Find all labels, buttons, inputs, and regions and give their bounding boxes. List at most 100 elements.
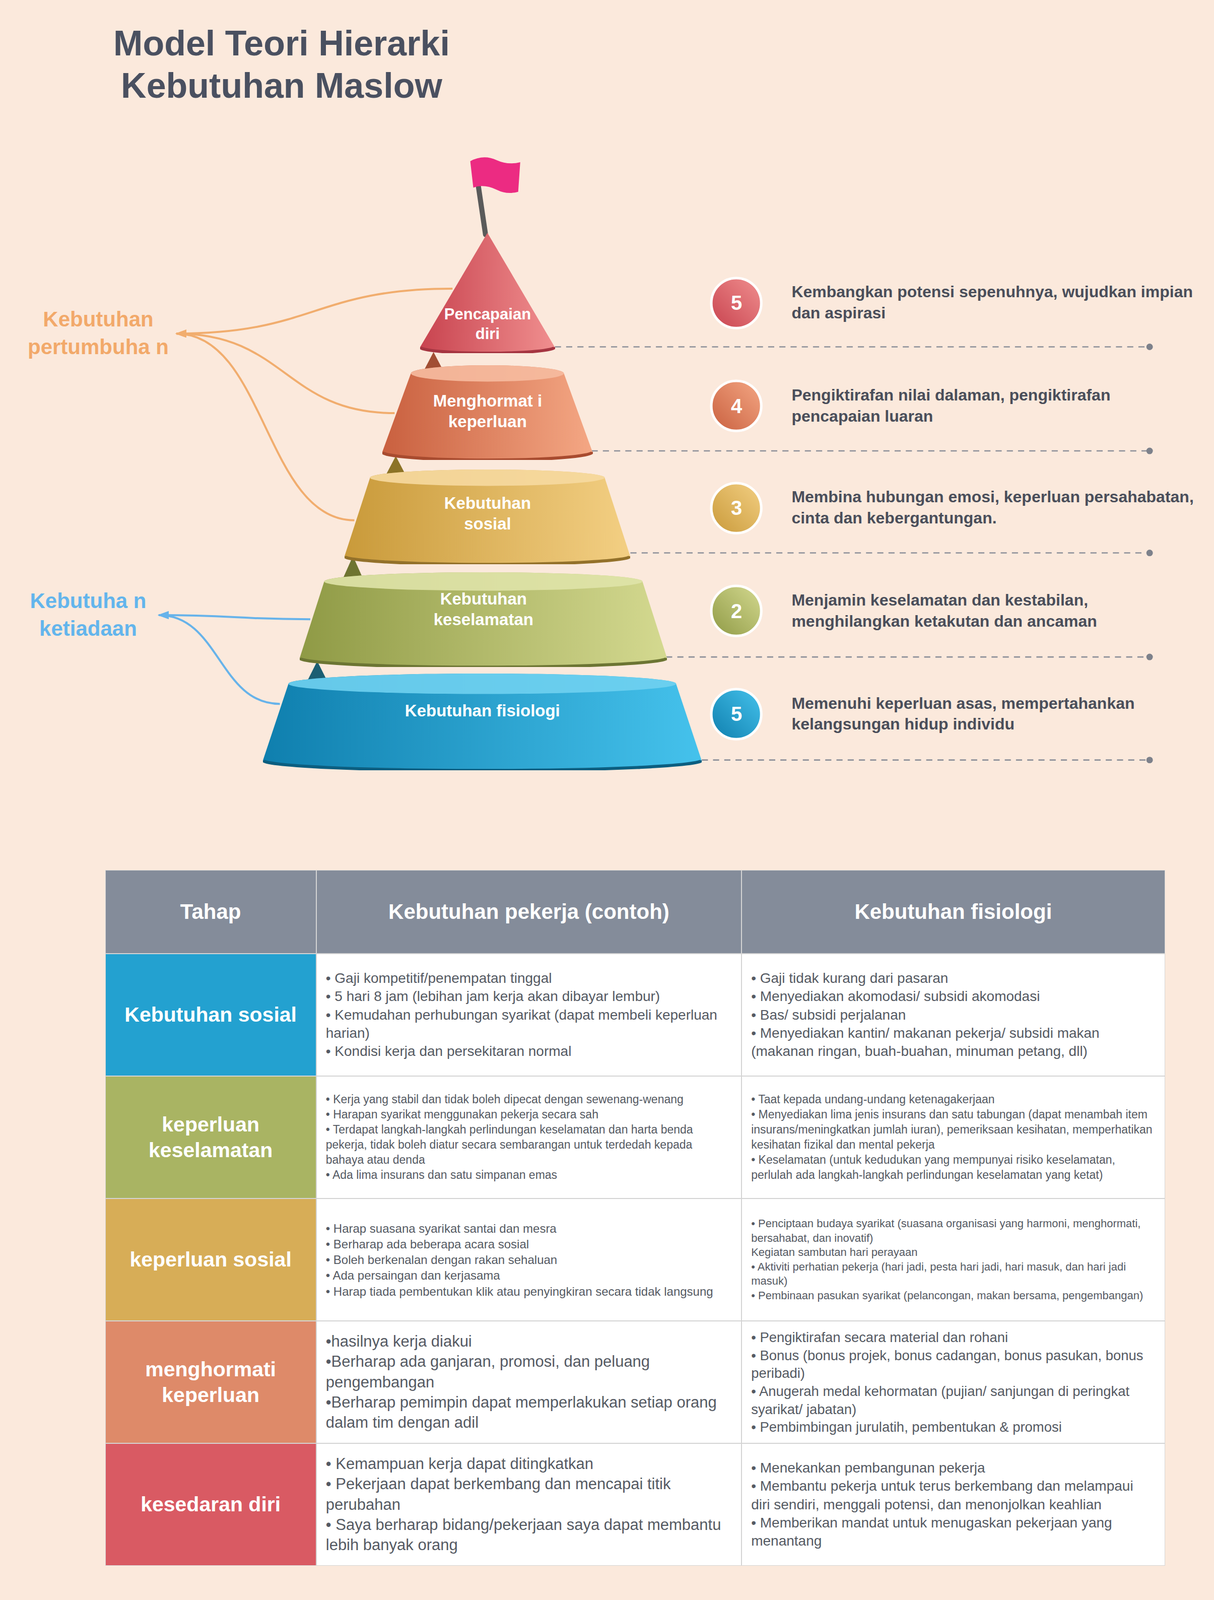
cell-text: • Harap tiada pembentukan klik atau peny… <box>325 1283 732 1300</box>
cell-text: • Pekerjaan dapat berkembang dan mencapa… <box>325 1473 732 1515</box>
cell-text: • Menyediakan lima jenis insurans dan sa… <box>751 1107 1156 1153</box>
cell-content: Tahap <box>180 898 242 926</box>
table-cell: • Penciptaan budaya syarikat (suasana or… <box>741 1198 1165 1321</box>
table-cell: • Pengiktirafan secara material dan roha… <box>741 1320 1165 1444</box>
band-rim <box>344 556 631 565</box>
cell-text: • Taat kepada undang-undang ketenagakerj… <box>751 1092 1156 1108</box>
cell-text: • Kerja yang stabil dan tidak boleh dipe… <box>325 1092 732 1108</box>
cell-text: • Bonus (bonus projek, bonus cadangan, b… <box>751 1346 1156 1383</box>
circle-body <box>711 585 762 636</box>
cell-content: Kebutuhan sosial <box>124 1001 297 1028</box>
callout-number: 4 <box>730 395 743 417</box>
description: Pengiktirafan nilai dalaman, pengiktiraf… <box>791 384 1195 427</box>
leader-dot <box>1146 549 1154 557</box>
cell-content: • Kerja yang stabil dan tidak boleh dipe… <box>325 1092 732 1183</box>
band-body <box>344 469 631 565</box>
leader-line <box>665 656 1150 658</box>
cell-text: • 5 hari 8 jam (lebihan jam kerja akan d… <box>325 987 732 1006</box>
number-circle: 2 <box>709 584 763 638</box>
node-text: Kebutuha n ketiadaan <box>22 587 154 643</box>
table-cell: keperluan sosial <box>105 1198 317 1321</box>
table-header: keperluan sosial <box>129 1246 292 1273</box>
band-cap <box>324 572 643 591</box>
band-cap <box>411 365 565 382</box>
band-rim <box>382 451 593 460</box>
cell-text: • Pembimbingan jurulatih, pembentukan & … <box>751 1418 1156 1437</box>
cell-text: • Bas/ subsidi perjalanan <box>751 1005 1156 1025</box>
table-header: Kebutuhan fisiologi <box>854 898 1052 926</box>
cell-text: • Memberikan mandat untuk menugaskan pek… <box>751 1513 1156 1551</box>
cell-text: • Menyediakan akomodasi/ subsidi akomoda… <box>751 987 1156 1006</box>
description: Kembangkan potensi sepenuhnya, wujudkan … <box>791 282 1195 324</box>
table-header: menghormati keperluan <box>110 1356 311 1409</box>
pyramid-band: Kebutuhan keselamatan <box>299 572 667 667</box>
callout-number: 2 <box>730 600 743 622</box>
cell-text: • Keselamatan (untuk kedudukan yang memp… <box>751 1152 1156 1183</box>
description: Membina hubungan emosi, keperluan persah… <box>791 487 1195 529</box>
cell-content: • Penciptaan budaya syarikat (suasana or… <box>751 1216 1156 1304</box>
cell-content: • Taat kepada undang-undang ketenagakerj… <box>751 1092 1156 1183</box>
cell-text: • Harapan syarikat menggunakan pekerja s… <box>325 1107 732 1123</box>
number-circle: 5 <box>709 687 763 741</box>
cell-content: keperluan keselamatan <box>110 1111 311 1164</box>
band-cap <box>288 673 677 695</box>
table-cell: •hasilnya kerja diakui•Berharap ada ganj… <box>316 1320 742 1444</box>
cell-content: keperluan sosial <box>129 1246 292 1273</box>
table-cell: Kebutuhan sosial <box>105 953 317 1076</box>
cell-content: kesedaran diri <box>140 1491 281 1518</box>
table-cell: • Gaji kompetitif/penempatan tinggal• 5 … <box>316 953 742 1076</box>
band-body <box>262 673 702 771</box>
circle-body <box>711 380 762 431</box>
cell-text: •hasilnya kerja diakui <box>325 1331 732 1352</box>
cell-text: • Kemampuan kerja dapat ditingkatkan <box>325 1453 732 1474</box>
cell-text: • Kondisi kerja dan persekitaran normal <box>325 1042 732 1061</box>
node-text: Kebutuhan sosial <box>421 492 554 534</box>
leader-line <box>555 346 1151 348</box>
leader-dot <box>1146 447 1154 455</box>
cell-content: Kebutuhan fisiologi <box>854 898 1052 926</box>
table-header: kesedaran diri <box>140 1491 281 1518</box>
band-body <box>420 232 555 354</box>
group-label: Kebutuha n ketiadaan <box>22 587 154 643</box>
leader-dot <box>1146 756 1154 764</box>
pyramid-band: Menghormat i keperluan <box>382 365 593 460</box>
cell-text: • Aktiviti perhatian pekerja (hari jadi,… <box>751 1259 1156 1289</box>
table-cell: • Taat kepada undang-undang ketenagakerj… <box>741 1075 1165 1199</box>
node-text: Kebutuhan fisiologi <box>400 700 565 722</box>
cell-text: • Saya berharap bidang/pekerjaan saya da… <box>325 1514 732 1556</box>
pyramid-band: Pencapaian diri <box>420 226 555 354</box>
cell-content: menghormati keperluan <box>110 1356 311 1409</box>
table-cell: • Kerja yang stabil dan tidak boleh dipe… <box>316 1075 742 1199</box>
cell-text: • Menyediakan kantin/ makanan pekerja/ s… <box>751 1024 1156 1061</box>
table-cell: Kebutuhan pekerja (contoh) <box>316 869 742 954</box>
cell-content: •hasilnya kerja diakui•Berharap ada ganj… <box>325 1331 732 1433</box>
cell-text: • Gaji tidak kurang dari pasaran <box>751 969 1156 988</box>
band-rim <box>420 346 555 353</box>
band-cap <box>370 469 605 486</box>
node-text: Pencapaian diri <box>430 304 546 345</box>
cell-content: • Harap suasana syarikat santai dan mesr… <box>325 1220 732 1300</box>
band-body <box>299 572 667 667</box>
cell-text: • Pengiktirafan secara material dan roha… <box>751 1328 1156 1347</box>
table-cell: • Gaji tidak kurang dari pasaran• Menyed… <box>741 953 1165 1076</box>
table-cell: Tahap <box>105 869 317 954</box>
number-circle: 3 <box>709 481 763 535</box>
leader-dot <box>1146 343 1154 351</box>
pyramid-band: Kebutuhan sosial <box>344 469 631 565</box>
node-text: Kebutuhan keselamatan <box>401 588 566 631</box>
flag <box>470 157 521 193</box>
table-cell: • Harap suasana syarikat santai dan mesr… <box>316 1198 742 1321</box>
callout-number: 5 <box>730 703 743 724</box>
cell-content: • Gaji tidak kurang dari pasaran• Menyed… <box>751 969 1156 1061</box>
table-cell: Kebutuhan fisiologi <box>741 869 1165 954</box>
band-body <box>382 365 593 460</box>
circle-body <box>711 689 762 739</box>
connector <box>176 333 395 414</box>
cell-text: • Gaji kompetitif/penempatan tinggal <box>325 969 732 988</box>
band-shape <box>262 673 702 771</box>
table-cell: keperluan keselamatan <box>105 1075 317 1199</box>
cell-text: • Berharap ada beberapa acara sosial <box>325 1236 732 1252</box>
cell-text: •Berharap ada ganjaran, promosi, dan pel… <box>325 1351 732 1393</box>
cell-content: Kebutuhan pekerja (contoh) <box>388 898 670 926</box>
callout-number: 5 <box>730 292 743 313</box>
